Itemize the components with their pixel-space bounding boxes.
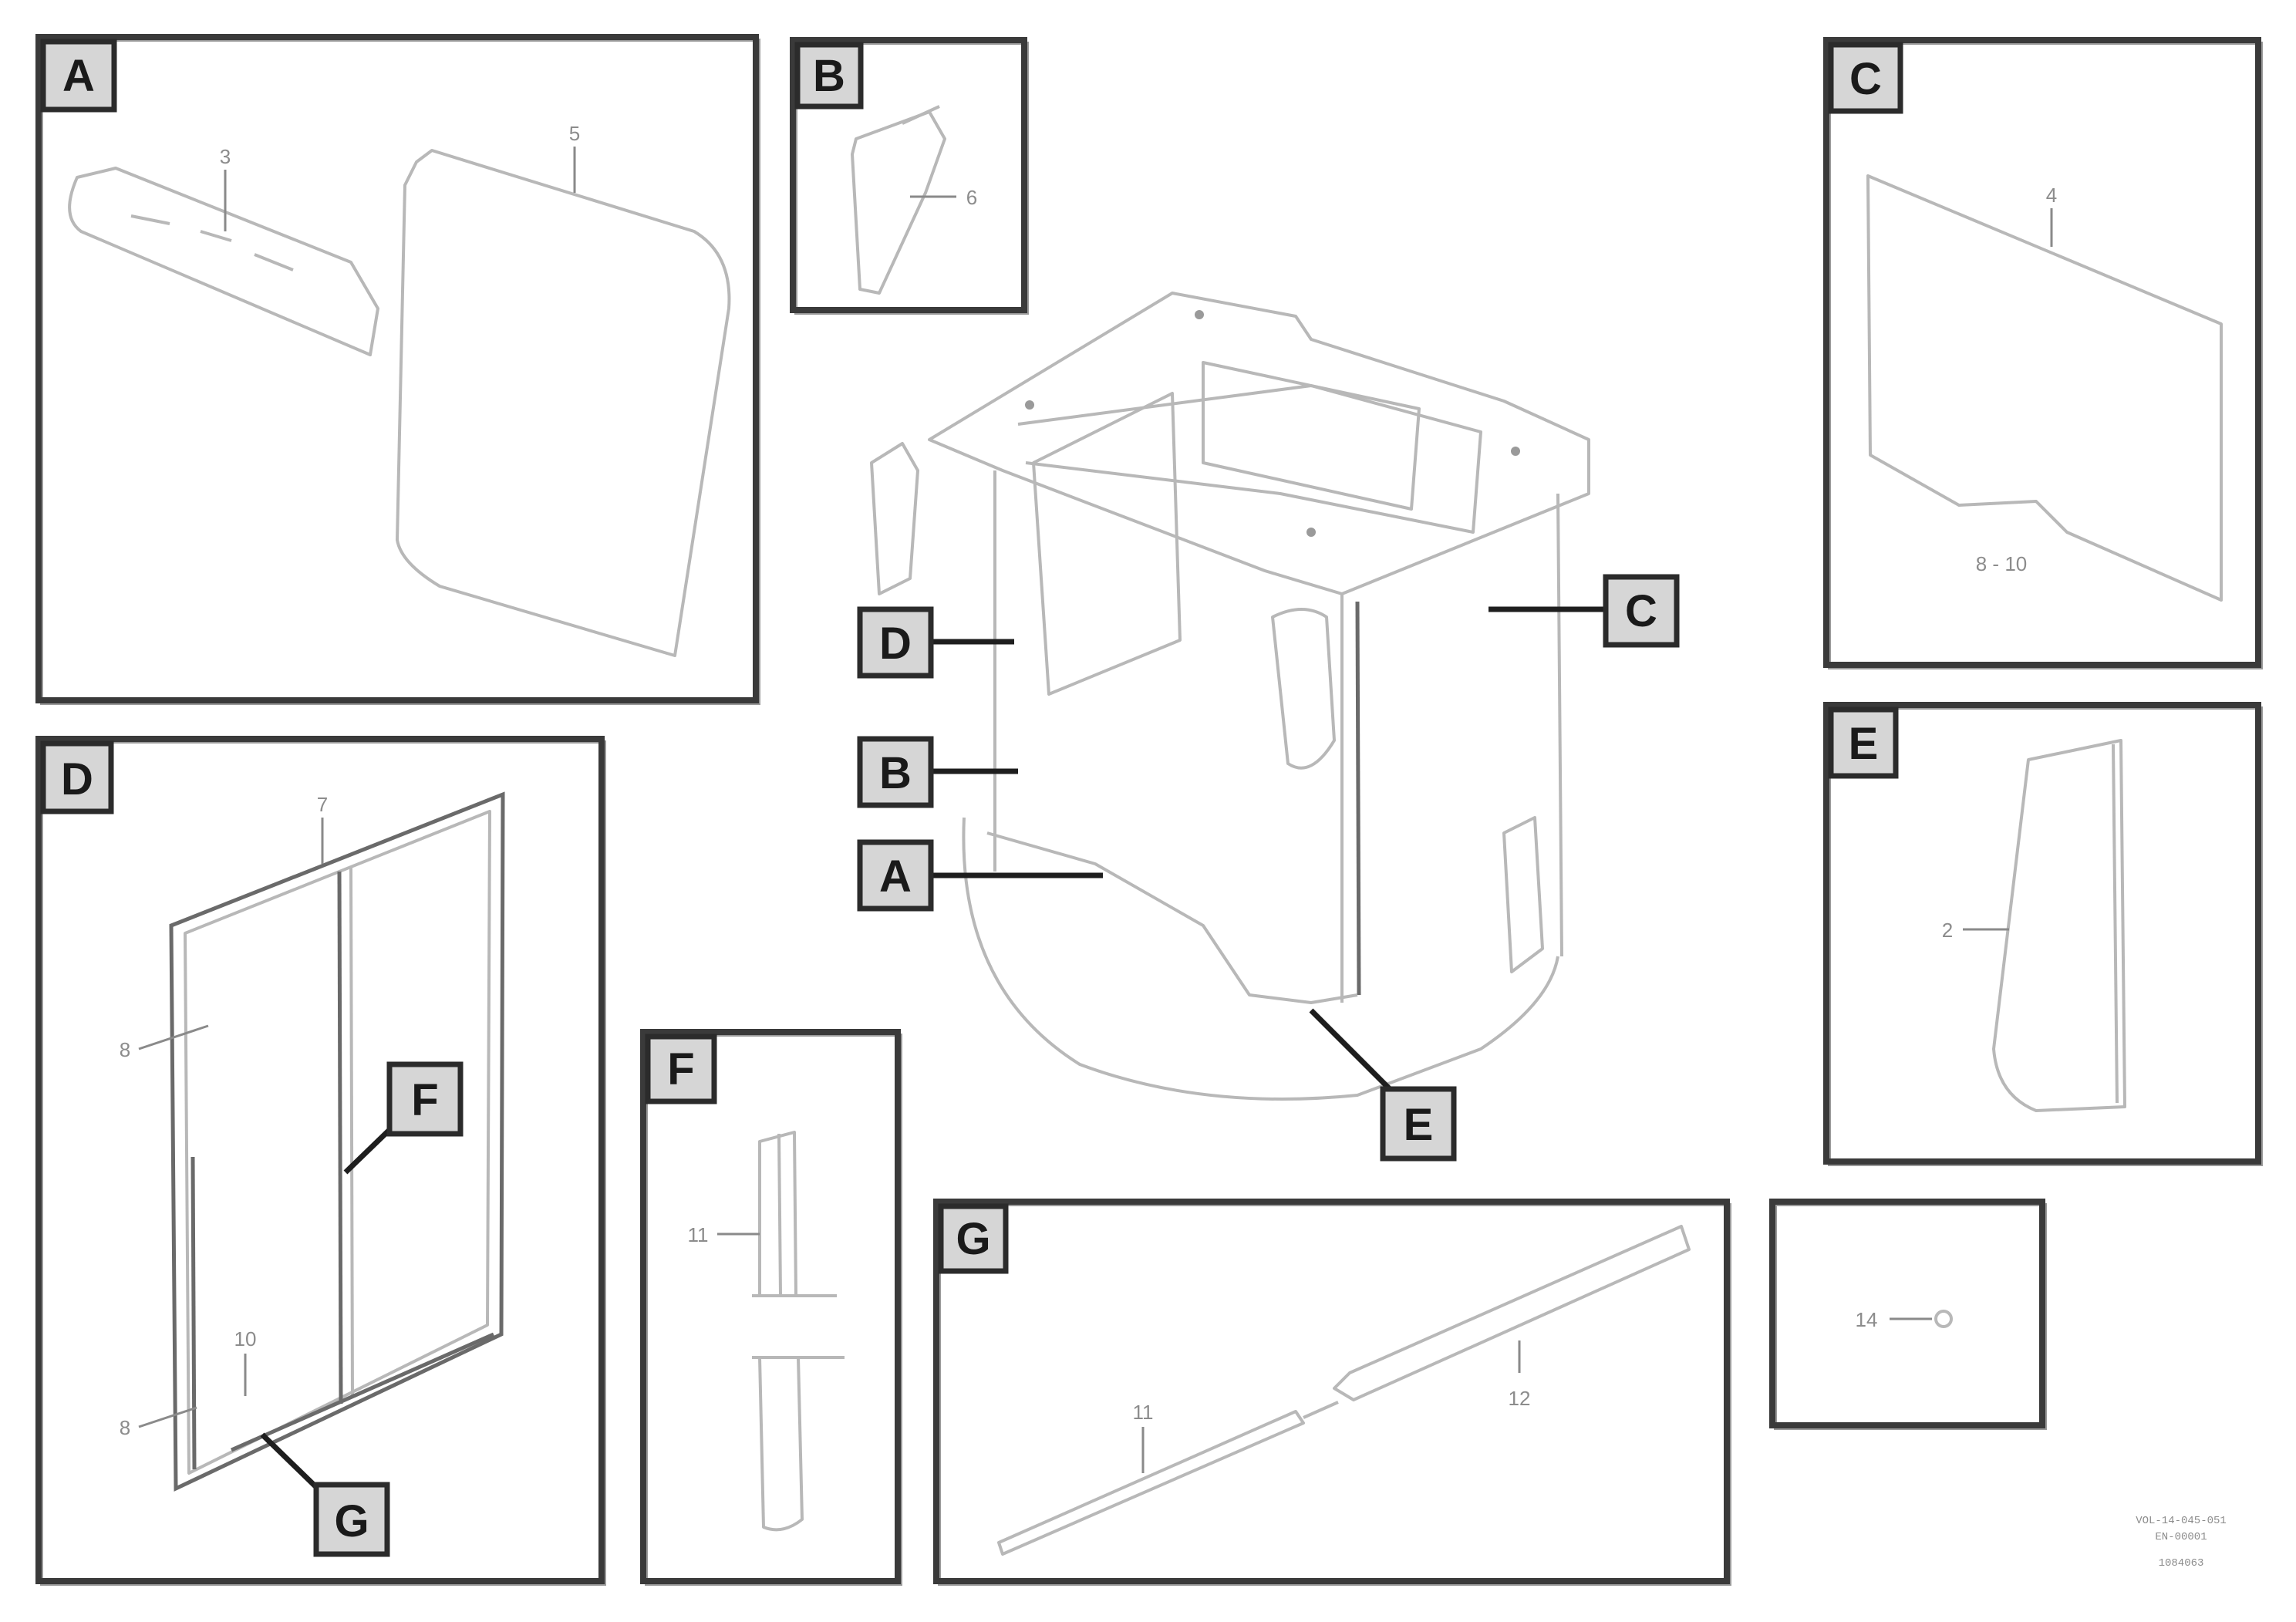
callout-7: 7	[317, 793, 328, 816]
panel-d-tag-box	[40, 740, 114, 814]
callout-2: 2	[1942, 919, 1953, 942]
panel-g: G 11 12	[933, 1199, 1731, 1586]
cab-assembly: D B A C E	[857, 292, 1680, 1162]
tag-g-leader	[260, 1432, 320, 1491]
callout-5: 5	[569, 122, 580, 145]
callout-8-10: 8 - 10	[1976, 552, 2028, 575]
right-side-glass-part	[1866, 174, 2223, 602]
callout-8b: 8	[120, 1416, 130, 1439]
panel-b-tag: B	[813, 51, 845, 101]
cab-tag-b: B	[879, 748, 912, 798]
front-corner-glass-part	[1992, 739, 2126, 1112]
panel-d-g-tag-box	[313, 1482, 390, 1557]
panel-a-tag: A	[62, 51, 95, 101]
panel-d: D 7 8 8 10 F G	[35, 736, 606, 1586]
panel-c: C 4 8 - 10	[1823, 37, 2263, 669]
reference-block: VOL-14-045-051 EN-00001 1084063	[2136, 1515, 2227, 1570]
rear-lower-glass-part	[396, 149, 731, 657]
panel-d-f-tag: F	[411, 1075, 438, 1125]
cab-tag-b-box	[857, 736, 934, 808]
cab-tag-c: C	[1625, 586, 1657, 636]
panel-g-tag-box	[938, 1203, 1009, 1274]
cab-tag-e: E	[1404, 1100, 1434, 1150]
clip-part	[1934, 1310, 1953, 1328]
reference-line-3: 1084063	[2159, 1557, 2204, 1570]
sliding-door-glass-part	[169, 791, 505, 1492]
panel-d-g-tag: G	[334, 1496, 369, 1546]
callout-14: 14	[1856, 1308, 1878, 1331]
tag-f-leader	[343, 1124, 396, 1175]
cab-tag-e-box	[1380, 1086, 1457, 1162]
panel-f-tag-box	[645, 1034, 717, 1104]
panel-a-tag-box	[40, 39, 117, 113]
cab-tag-d: D	[879, 619, 912, 669]
small-door-glass-part	[851, 105, 946, 295]
panel-c-tag-box	[1828, 42, 1903, 114]
panel-d-tag: D	[61, 754, 93, 804]
rear-upper-glass-part	[68, 167, 379, 356]
panel-c-tag: C	[1849, 54, 1882, 104]
callout-12: 12	[1509, 1387, 1531, 1410]
panel-a: A 3 5	[35, 34, 760, 705]
callout-8b-leader	[138, 1406, 197, 1428]
callout-6: 6	[966, 186, 977, 209]
reference-line-1: VOL-14-045-051	[2136, 1515, 2227, 1527]
callout-4: 4	[2046, 184, 2057, 207]
panel-e-tag-box	[1828, 706, 1899, 779]
panel-e: E 2	[1823, 702, 2263, 1166]
callout-10: 10	[234, 1327, 257, 1351]
seal-strip-part	[997, 1225, 1691, 1556]
window-strip-part	[752, 1131, 845, 1532]
panel-g-tag: G	[956, 1214, 990, 1264]
panel-f: F 11	[640, 1029, 902, 1586]
panel-b-tag-box	[794, 42, 864, 110]
callout-11-g: 11	[1133, 1401, 1154, 1424]
panel-b: B 6	[790, 37, 1029, 315]
cab-tag-a: A	[879, 851, 912, 902]
cab-tag-c-box	[1603, 574, 1680, 648]
panel-h: 14	[1769, 1199, 2047, 1430]
cab-tag-d-box	[857, 606, 934, 679]
callout-8a: 8	[120, 1038, 130, 1061]
reference-line-2: EN-00001	[2155, 1531, 2207, 1543]
cab-tag-e-leader	[1309, 1008, 1398, 1098]
panel-e-tag: E	[1849, 719, 1879, 769]
callout-11-f: 11	[688, 1223, 709, 1246]
callout-8a-leader	[138, 1024, 209, 1050]
panel-f-tag: F	[667, 1044, 694, 1094]
cab-tag-a-box	[857, 839, 934, 912]
callout-3: 3	[220, 145, 231, 168]
panel-d-f-tag-box	[386, 1061, 464, 1137]
